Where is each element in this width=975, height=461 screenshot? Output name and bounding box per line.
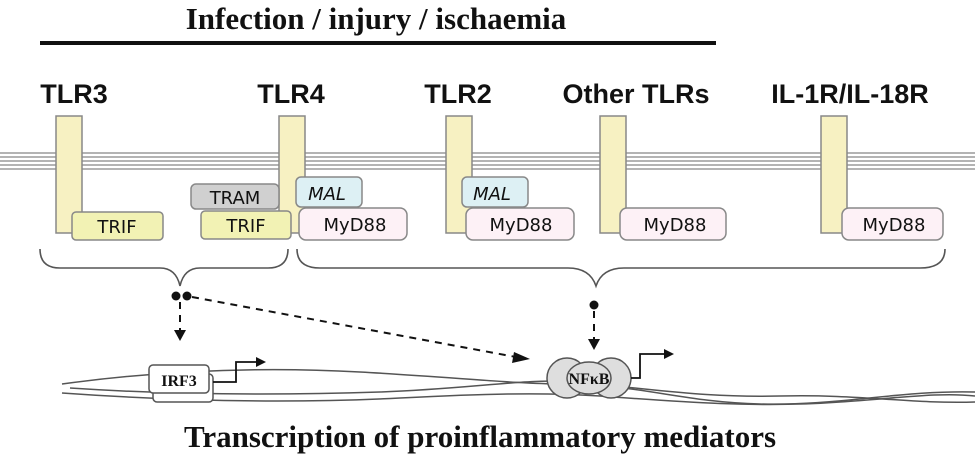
cell-membrane	[0, 152, 975, 170]
adaptor-mal-tlr2-label: MAL	[473, 184, 511, 205]
adaptor-trif-tlr4-label: TRIF	[225, 216, 265, 237]
irf3-promoter-arrowhead	[256, 357, 266, 367]
adaptor-trif-tlr4: TRIF	[200, 210, 292, 240]
arrowheads	[174, 330, 600, 363]
adaptor-myd88-il1r: MyD88	[841, 207, 944, 241]
adaptor-mal-tlr4-label: MAL	[308, 184, 346, 205]
diagram-title: Infection / injury / ischaemia	[186, 1, 567, 36]
signal-node-trif-2	[182, 291, 192, 301]
signal-node-trif-1	[171, 291, 181, 301]
footer-caption: Transcription of proinflammatory mediato…	[184, 419, 776, 454]
signal-node-myd88	[589, 300, 599, 310]
receptor-label-il1r-il18r: IL-1R/IL-18R	[771, 79, 929, 109]
signal-arrows	[179, 296, 595, 358]
nfkb-promoter-arrowhead	[664, 349, 674, 359]
adaptor-myd88-tlr4: MyD88	[298, 207, 408, 241]
adaptor-trif-tlr3: TRIF	[71, 211, 164, 241]
irf3-transcription-factor: IRF3	[148, 357, 266, 403]
nfkb-label: NFκB	[569, 371, 610, 388]
adaptor-tram-tlr4: TRAM	[190, 183, 280, 210]
irf3-promoter-arrow	[213, 361, 256, 383]
adaptor-mal-tlr4: MAL	[295, 176, 363, 208]
adaptor-myd88-tlr2-label: MyD88	[490, 215, 553, 236]
adaptor-mal-tlr2: MAL	[461, 176, 529, 208]
adaptor-myd88-il1r-label: MyD88	[863, 215, 926, 236]
adaptor-myd88-tlr2: MyD88	[465, 207, 575, 241]
adaptor-myd88-tlr4-label: MyD88	[324, 215, 387, 236]
receptor-label-tlr4: TLR4	[257, 79, 325, 109]
receptor-label-other-tlrs: Other TLRs	[562, 79, 709, 109]
nfkb-transcription-factor: NFκB	[546, 349, 674, 399]
adaptor-trif-tlr3-label: TRIF	[96, 217, 136, 238]
receptor-label-tlr3: TLR3	[40, 79, 108, 109]
irf3-label: IRF3	[161, 373, 197, 390]
nfkb-promoter-arrow	[631, 353, 664, 379]
adaptor-myd88-other-label: MyD88	[644, 215, 707, 236]
adaptor-tram-label: TRAM	[209, 188, 261, 209]
receptor-label-tlr2: TLR2	[424, 79, 492, 109]
adaptor-myd88-other-tlrs: MyD88	[619, 207, 727, 241]
brace-myd88-pathway	[296, 248, 946, 289]
brace-trif-pathway	[39, 248, 289, 287]
